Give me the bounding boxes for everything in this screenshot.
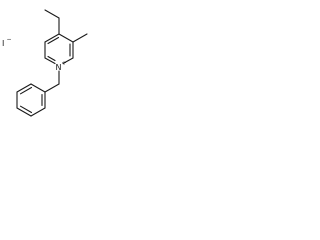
- ring-nitrogen: N +: [56, 60, 67, 72]
- phenyl-double-bond-2: [19, 105, 33, 114]
- ring-bond-c4-c5: [44, 33, 60, 43]
- methyl-bond: [72, 33, 88, 43]
- phenyl-bond-e-f: [30, 107, 46, 117]
- phenyl-double-bond-1: [19, 86, 33, 95]
- phenyl-bond-d-e: [16, 107, 32, 117]
- pyridinium-iodide-structure: I − N +: [2, 9, 88, 117]
- ethyl-group: [44, 9, 60, 35]
- phenyl-ring: [16, 83, 46, 117]
- benzyl-group: [44, 70, 60, 93]
- nitrogen-symbol: N: [56, 63, 62, 72]
- phenyl-bond-a-b: [30, 83, 46, 93]
- ethyl-bond-2: [44, 9, 60, 19]
- pyridinium-ring: [44, 33, 74, 65]
- ring-bond-n1-c2: [62, 57, 74, 65]
- ring-bond-c3-c4: [58, 33, 74, 43]
- ring-bond-c6-n1: [44, 57, 56, 65]
- ch2-phenyl-bond: [44, 83, 60, 93]
- iodide-counter-ion: I −: [2, 36, 12, 48]
- nitrogen-charge: +: [62, 60, 67, 67]
- iodide-charge: −: [7, 36, 12, 43]
- iodide-symbol: I: [2, 39, 4, 48]
- ring-double-bond-c6-n1: [47, 55, 56, 62]
- ring-double-bond-c4-c5: [47, 36, 60, 45]
- methyl-group: [72, 33, 88, 43]
- phenyl-bond-b-c: [16, 83, 32, 93]
